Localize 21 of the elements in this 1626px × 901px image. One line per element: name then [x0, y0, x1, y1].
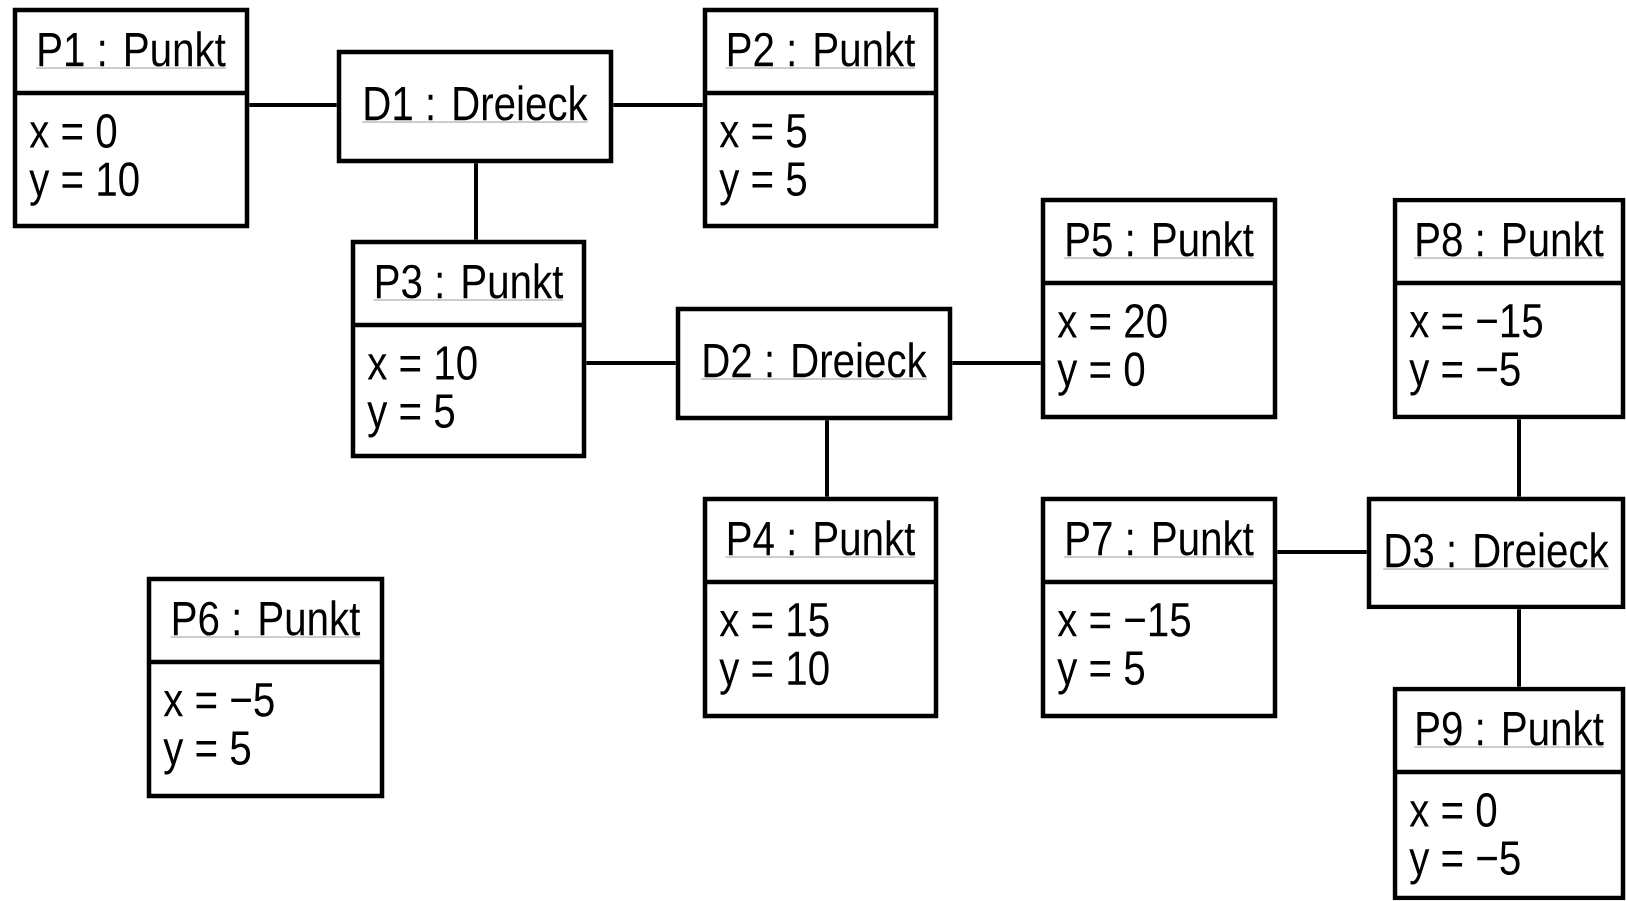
connector-line [1277, 550, 1367, 554]
connector-line [586, 361, 676, 365]
object-box: P3 : Punkt x = 10 y = 5 [350, 239, 587, 459]
object-box: D1 : Dreieck [336, 49, 614, 164]
object-box: P5 : Punkt x = 20 y = 0 [1040, 197, 1278, 420]
object-box: P2 : Punkt x = 5 y = 5 [702, 7, 939, 229]
connector-line [1517, 419, 1521, 497]
object-box: P7 : Punkt x = −15 y = 5 [1040, 496, 1278, 719]
object-box: P1 : Punkt x = 0 y = 10 [12, 7, 250, 229]
object-box: P8 : Punkt x = −15 y = −5 [1392, 197, 1626, 420]
object-box: P9 : Punkt x = 0 y = −5 [1392, 686, 1626, 901]
object-box: D2 : Dreieck [675, 306, 953, 421]
object-box: P6 : Punkt x = −5 y = 5 [146, 576, 385, 799]
connector-line [474, 163, 478, 240]
object-box: P4 : Punkt x = 15 y = 10 [702, 496, 939, 719]
connector-line [952, 361, 1041, 365]
connector-line [613, 103, 703, 107]
connector-line [1517, 609, 1521, 687]
connector-line [249, 103, 337, 107]
object-box: D3 : Dreieck [1366, 496, 1626, 610]
connector-line [825, 420, 829, 497]
